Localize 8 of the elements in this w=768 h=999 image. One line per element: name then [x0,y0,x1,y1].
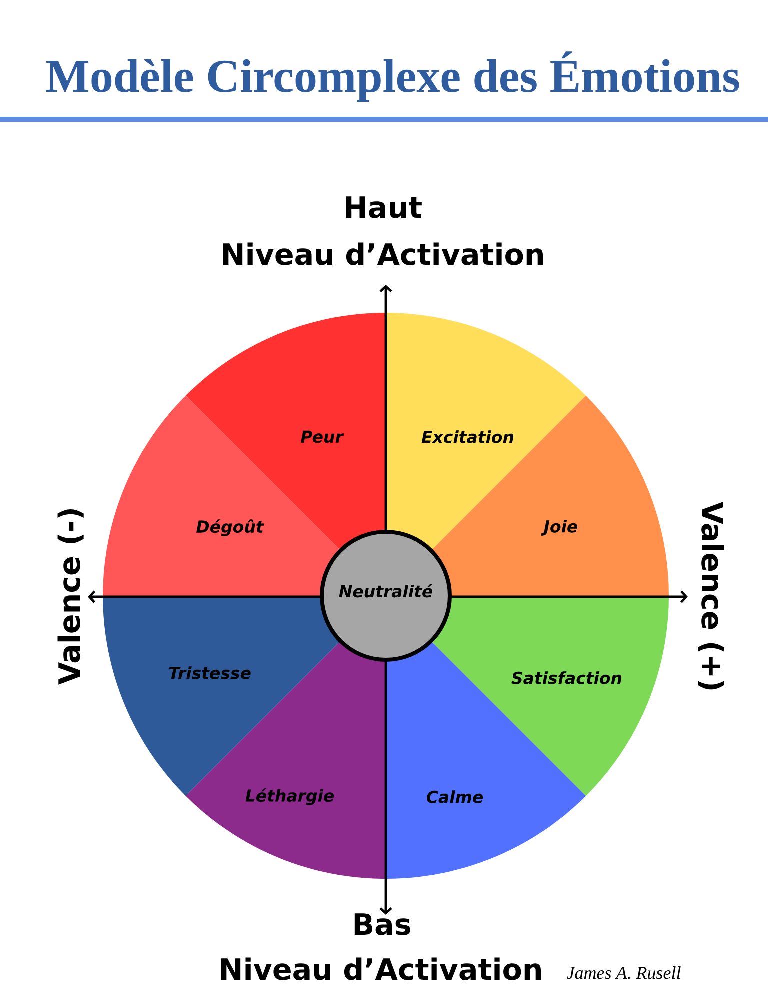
title: Modèle Circomplexe des Émotions [46,52,740,102]
axis-label: Niveau d’Activation [221,958,541,980]
axis-label: Valence (+) [698,502,724,690]
axis-label: Bas [354,914,410,936]
author-credit: James A. Rusell [567,966,681,980]
axis-label: Niveau d’Activation [223,242,543,266]
axis-label: Valence (-) [58,510,84,685]
axis-label: Haut [346,196,422,218]
